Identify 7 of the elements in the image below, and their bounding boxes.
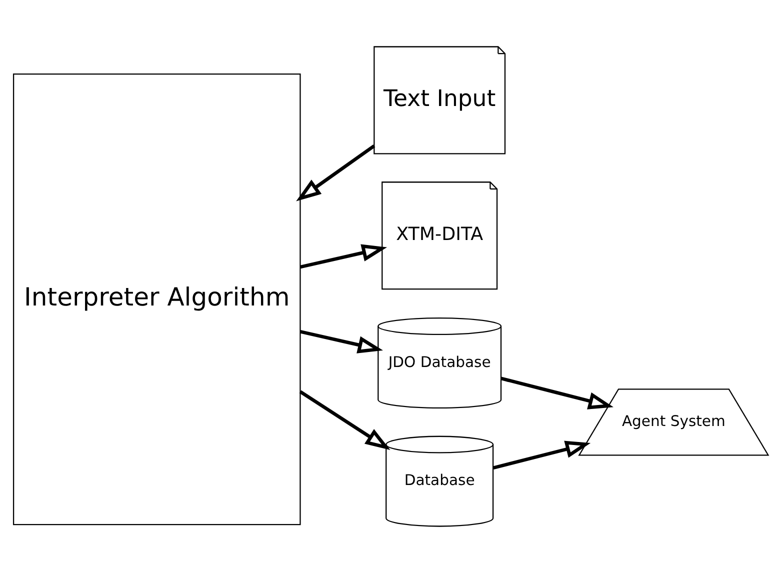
node-box: Interpreter Algorithm (12, 73, 300, 526)
arrow (298, 390, 390, 450)
arrow (492, 440, 590, 470)
arrow (299, 244, 387, 269)
arrow (296, 144, 375, 202)
arrow (500, 376, 613, 410)
arrow (299, 330, 382, 354)
